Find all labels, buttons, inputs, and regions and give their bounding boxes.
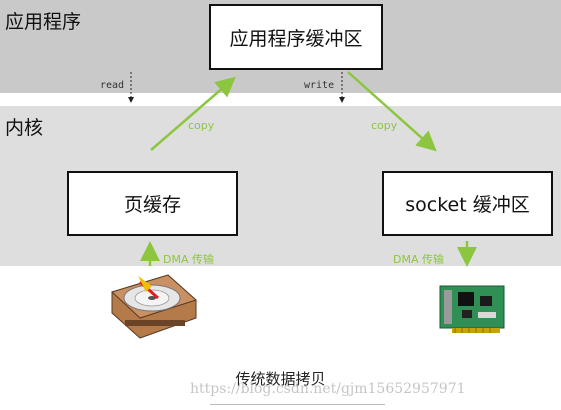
watermark-text: https://blog.csdn.net/gjm15652957971 <box>190 381 466 397</box>
copy-right-label: copy <box>371 119 398 132</box>
page-cache-label: 页缓存 <box>123 194 181 216</box>
network-card-icon <box>439 285 505 333</box>
copy-right-arrow <box>347 71 437 152</box>
dma-right-label: DMA 传输 <box>393 253 444 266</box>
copy-left-label: copy <box>188 119 215 132</box>
read-call-label: read <box>100 80 125 91</box>
page-cache-box: 页缓存 <box>67 171 238 236</box>
caption-underline <box>210 404 385 405</box>
diagram-caption: 传统数据拷贝 <box>235 370 326 388</box>
app-buffer-box: 应用程序缓冲区 <box>209 4 383 70</box>
kernel-layer-label: 内核 <box>5 117 44 139</box>
socket-buffer-box: socket 缓冲区 <box>382 171 553 236</box>
app-buffer-label: 应用程序缓冲区 <box>229 27 363 50</box>
socket-buffer-label: socket 缓冲区 <box>405 194 530 216</box>
write-call-label: write <box>304 80 335 91</box>
hard-disk-icon <box>111 274 197 339</box>
copy-left-arrow <box>150 76 236 151</box>
application-layer-label: 应用程序 <box>5 11 82 33</box>
dma-left-label: DMA 传输 <box>163 253 214 266</box>
